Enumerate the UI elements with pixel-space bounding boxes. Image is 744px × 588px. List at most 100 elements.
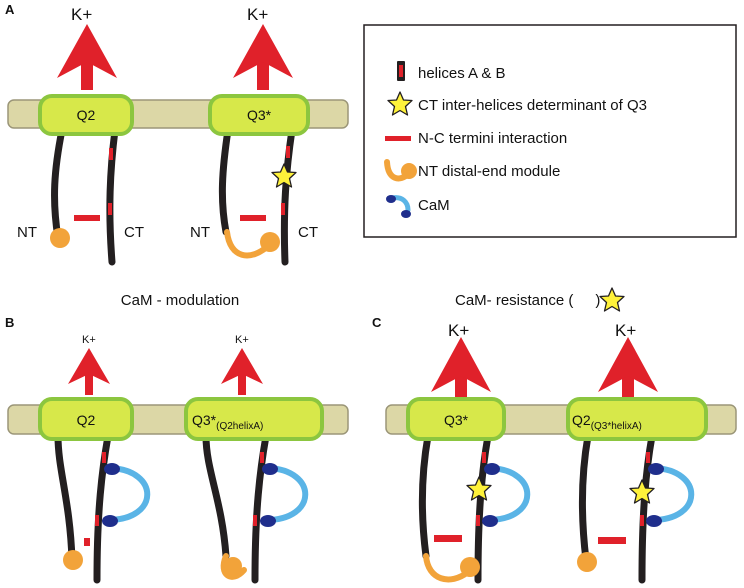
channel-label: Q3*(Q2helixA) bbox=[192, 412, 263, 432]
legend-ct-determinant: CT inter-helices determinant of Q3 bbox=[418, 97, 647, 114]
nt-strand bbox=[202, 432, 230, 560]
legend-nc-interaction: N-C termini interaction bbox=[418, 130, 567, 147]
k-efflux-arrow bbox=[598, 337, 658, 398]
channel-pore bbox=[406, 397, 506, 441]
cam-lobe-c bbox=[646, 515, 662, 527]
cam-linker bbox=[105, 465, 151, 523]
k-ion-label: K+ bbox=[71, 5, 92, 24]
legend-box bbox=[363, 24, 737, 238]
channel-label: Q2(Q3*helixA) bbox=[572, 412, 642, 432]
nc-interaction-bar bbox=[434, 535, 462, 542]
nt-distal-module bbox=[260, 232, 280, 252]
channel-c2: K+ Q2(Q3*helixA) bbox=[566, 321, 708, 584]
channel-label-sub: (Q3*helixA) bbox=[591, 421, 642, 432]
helix-b bbox=[640, 515, 644, 526]
k-ion-label: K+ bbox=[247, 5, 268, 24]
nt-distal-module-hook bbox=[220, 553, 247, 580]
nt-label: NT bbox=[17, 224, 37, 241]
helix-a bbox=[646, 452, 650, 463]
cam-lobe-n bbox=[104, 463, 120, 475]
nt-strand bbox=[418, 432, 432, 560]
ct-label: CT bbox=[298, 224, 318, 241]
cam-lobe-n bbox=[484, 463, 500, 475]
channel-c1: K+ Q3* bbox=[406, 321, 531, 584]
ct-label: CT bbox=[124, 224, 144, 241]
cam-lobe-c bbox=[260, 515, 276, 527]
ct-strand bbox=[106, 126, 119, 266]
k-ion-label: K+ bbox=[615, 321, 636, 340]
resistance-star-icon bbox=[599, 287, 625, 312]
channel-label: Q2 bbox=[77, 107, 96, 123]
channel-pore bbox=[566, 397, 708, 441]
nt-distal-module-hook bbox=[423, 553, 471, 583]
channel-label-main: Q3* bbox=[192, 412, 217, 428]
k-efflux-arrow bbox=[233, 24, 293, 90]
ct-strand bbox=[93, 432, 112, 584]
helix-a bbox=[102, 452, 106, 463]
cam-lobe-c bbox=[482, 515, 498, 527]
nt-distal-module bbox=[50, 228, 70, 248]
helix-b bbox=[476, 515, 480, 526]
legend-helices: helices A & B bbox=[418, 65, 506, 82]
legend-cam: CaM bbox=[418, 197, 450, 214]
channel-a2: K+ Q3* NT CT bbox=[190, 5, 318, 266]
helix-a bbox=[482, 452, 486, 463]
panel-a-label: A bbox=[5, 2, 15, 17]
channel-label-main: Q2 bbox=[572, 412, 591, 428]
nt-strand bbox=[218, 126, 232, 236]
k-efflux-arrow bbox=[431, 337, 491, 398]
helix-b bbox=[95, 515, 99, 526]
channel-pore bbox=[38, 397, 134, 441]
panel-c-title-suffix: ) bbox=[595, 292, 600, 309]
cam-lobe-n bbox=[648, 463, 664, 475]
k-efflux-arrow-small bbox=[68, 348, 110, 395]
nc-interaction-bar bbox=[74, 215, 100, 221]
helix-b bbox=[108, 203, 112, 215]
ct-strand bbox=[280, 126, 296, 266]
channel-label: Q3* bbox=[444, 412, 469, 428]
panel-b-label: B bbox=[5, 315, 14, 330]
channel-label: Q3* bbox=[247, 107, 272, 123]
panel-c-title: CaM- resistance () bbox=[455, 292, 600, 309]
cam-linker bbox=[649, 465, 695, 523]
legend-nt-module: NT distal-end module bbox=[418, 163, 560, 180]
nc-interaction-icon bbox=[385, 136, 411, 141]
k-ion-label: K+ bbox=[448, 321, 469, 340]
nt-distal-module bbox=[577, 552, 597, 572]
channel-b1: K+ Q2 bbox=[38, 334, 151, 584]
nc-interaction-bar bbox=[84, 538, 90, 546]
cam-lobe-n bbox=[262, 463, 278, 475]
helix-a bbox=[286, 146, 290, 158]
k-ion-label: K+ bbox=[82, 334, 96, 346]
nc-interaction-bar bbox=[240, 215, 266, 221]
helix-a bbox=[260, 452, 264, 463]
helix-b bbox=[253, 515, 257, 526]
nc-interaction-bar bbox=[598, 537, 626, 544]
k-efflux-arrow-small bbox=[221, 348, 263, 395]
helix-a bbox=[109, 148, 113, 160]
panel-c-title-prefix: CaM- resistance ( bbox=[455, 292, 573, 309]
channel-a1: K+ Q2 NT CT bbox=[17, 5, 144, 266]
cam-lobe-c bbox=[102, 515, 118, 527]
nt-label: NT bbox=[190, 224, 210, 241]
channel-pore bbox=[208, 94, 310, 136]
channel-pore bbox=[184, 397, 324, 441]
legend: helices A & B CT inter-helices determina… bbox=[363, 24, 737, 238]
k-ion-label: K+ bbox=[235, 334, 249, 346]
channel-label: Q2 bbox=[77, 412, 96, 428]
channel-pore bbox=[38, 94, 134, 136]
helix-b bbox=[281, 203, 285, 215]
ct-strand bbox=[251, 432, 270, 584]
nt-strand bbox=[51, 126, 66, 242]
panel-b-title: CaM - modulation bbox=[121, 292, 239, 309]
cam-linker bbox=[485, 465, 531, 523]
k-efflux-arrow bbox=[57, 24, 117, 90]
nt-strand bbox=[54, 432, 76, 564]
channel-label-sub: (Q2helixA) bbox=[216, 421, 263, 432]
panel-c-label: C bbox=[372, 315, 382, 330]
nt-distal-module bbox=[224, 557, 242, 575]
cam-linker bbox=[263, 465, 309, 523]
nt-distal-module-hook bbox=[224, 229, 271, 259]
channel-b2: K+ Q3*(Q2helixA) bbox=[184, 334, 324, 584]
